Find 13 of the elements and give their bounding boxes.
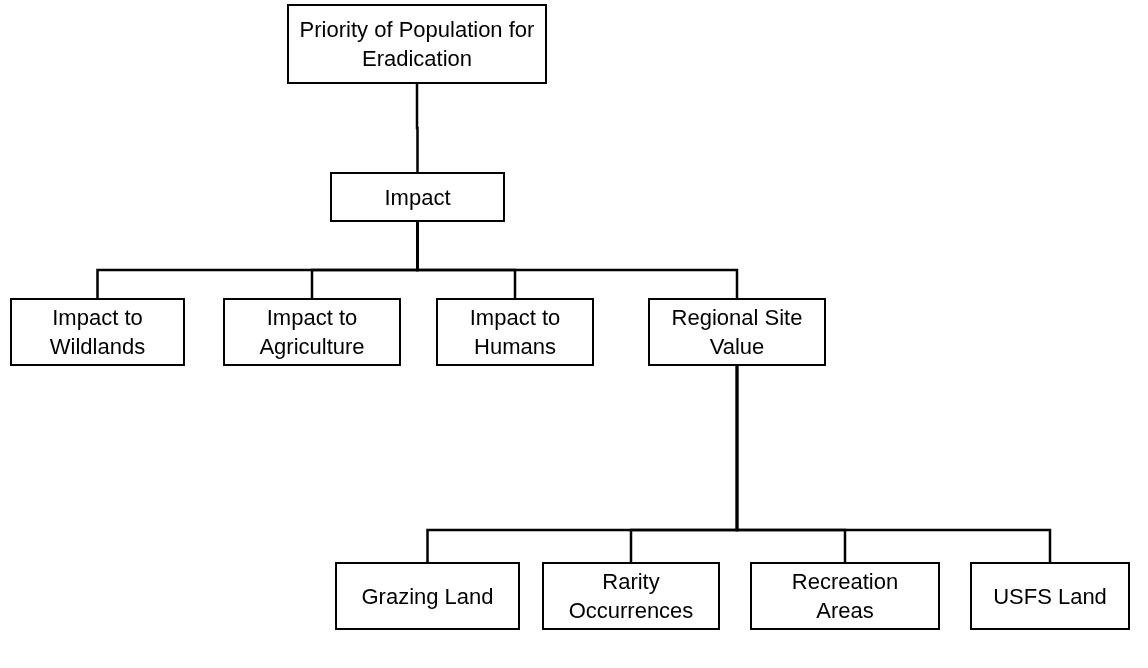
- category-box: Impact to Wildlands: [10, 298, 185, 366]
- category-box: Rarity Occurrences: [542, 562, 720, 630]
- category-box: Impact to Humans: [436, 298, 594, 366]
- category-box: Grazing Land: [335, 562, 520, 630]
- category-box: Impact: [330, 172, 505, 222]
- connector-line: [735, 366, 1052, 562]
- category-box: Recreation Areas: [750, 562, 940, 630]
- connector-line: [416, 222, 739, 298]
- category-box: USFS Land: [970, 562, 1130, 630]
- category-box: Regional Site Value: [648, 298, 826, 366]
- category-box: Impact to Agriculture: [223, 298, 401, 366]
- connector-line: [415, 84, 419, 172]
- category-box: Priority of Population for Eradication: [287, 4, 547, 84]
